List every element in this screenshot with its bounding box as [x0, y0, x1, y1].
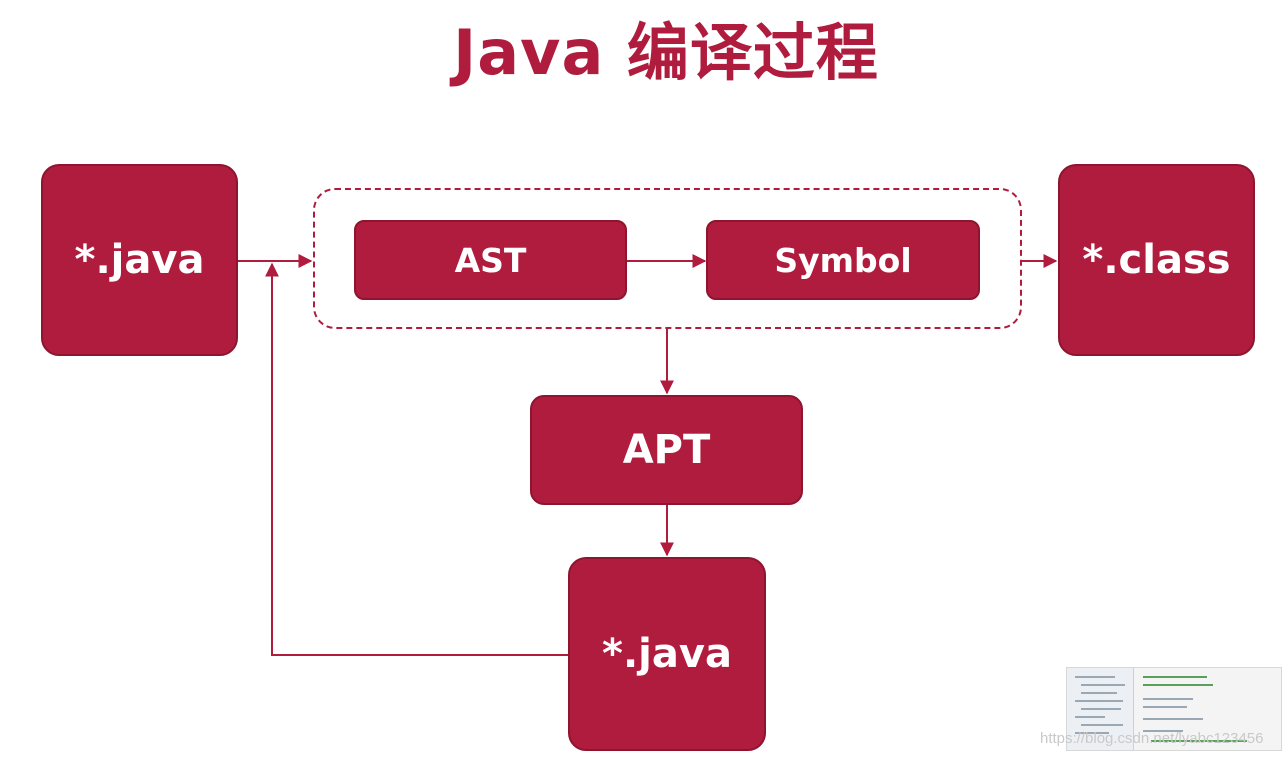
source-java-label: *.java [74, 237, 205, 283]
edge-feedback-loop [265, 262, 568, 656]
diagram-title: Java 编译过程 [453, 16, 879, 89]
output-class-node: *.class [1058, 164, 1255, 356]
ast-node: AST [354, 220, 627, 300]
source-java-node: *.java [41, 164, 238, 356]
generated-java-node: *.java [568, 557, 766, 751]
ide-thumbnail-image [1066, 667, 1282, 751]
apt-node: APT [530, 395, 803, 505]
generated-java-label: *.java [602, 631, 732, 677]
symbol-node: Symbol [706, 220, 980, 300]
apt-label: APT [622, 427, 711, 473]
watermark-text: https://blog.csdn.net/lyabc123456 [1040, 730, 1264, 747]
compile-group-dashed-border [313, 188, 1022, 329]
symbol-label: Symbol [774, 240, 912, 280]
ast-label: AST [454, 240, 527, 280]
output-class-label: *.class [1082, 237, 1231, 283]
